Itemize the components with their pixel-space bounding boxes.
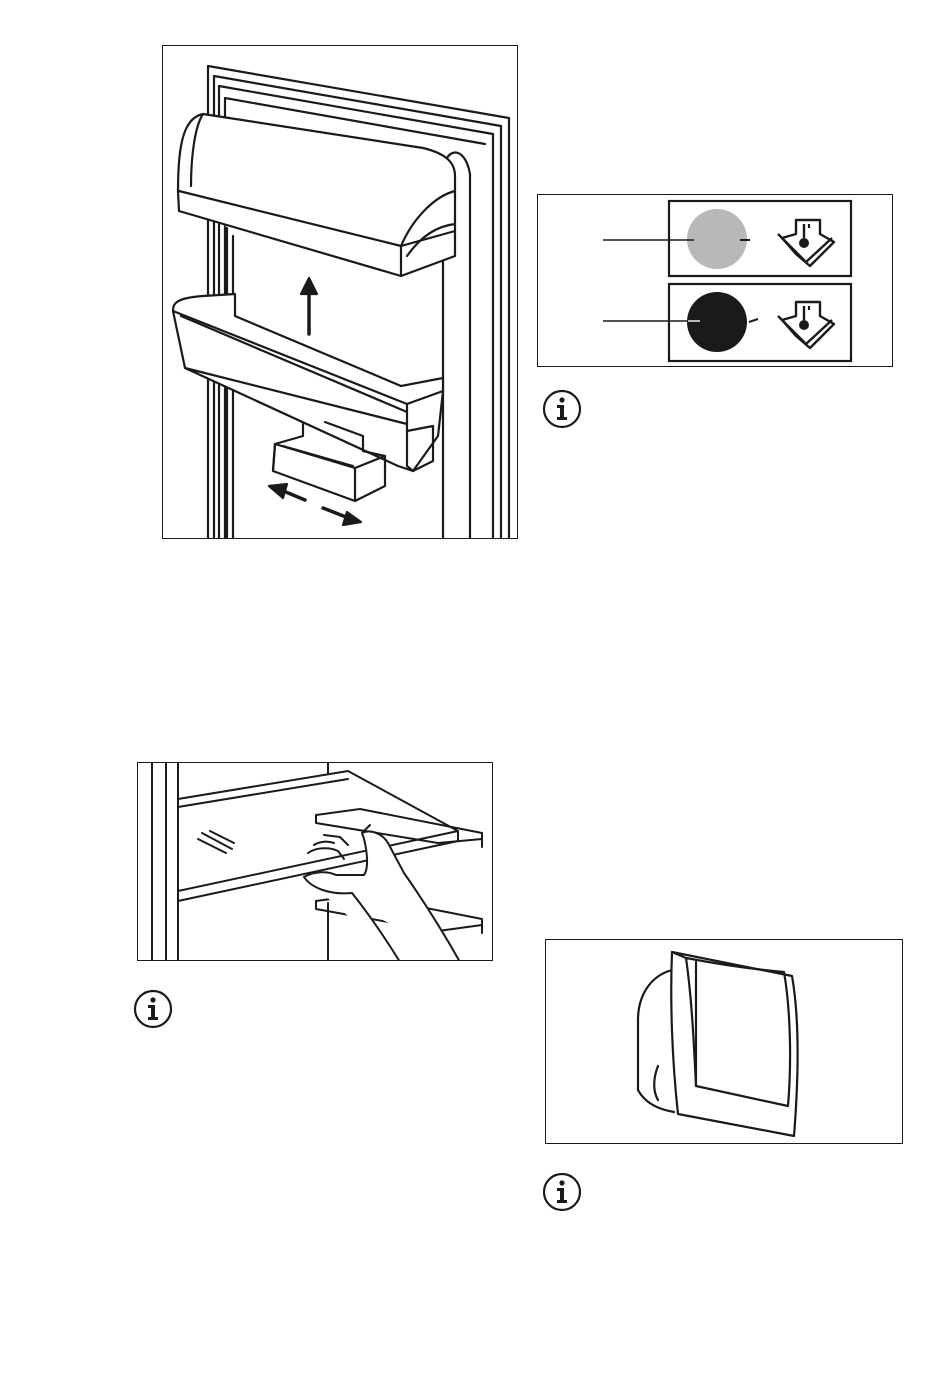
thermometer-icon [778, 220, 834, 266]
info-icon [542, 1172, 582, 1212]
temperature-indicator-illustration [538, 195, 893, 367]
door-compartment-illustration [546, 940, 903, 1144]
up-arrow [301, 278, 317, 334]
figure-door-compartment-flap [545, 939, 903, 1144]
indicator-light [687, 209, 747, 269]
figure-shelf-removal [137, 762, 493, 961]
info-icon [133, 989, 173, 1029]
door-bin-illustration [163, 46, 518, 539]
figure-temperature-indicator [537, 194, 893, 367]
thermometer-icon [778, 302, 834, 348]
left-right-arrows [269, 484, 361, 525]
figure-door-bin-removal [162, 45, 518, 539]
indicator-dark [687, 292, 747, 352]
info-icon [542, 389, 582, 429]
shelf-removal-illustration [138, 763, 493, 961]
